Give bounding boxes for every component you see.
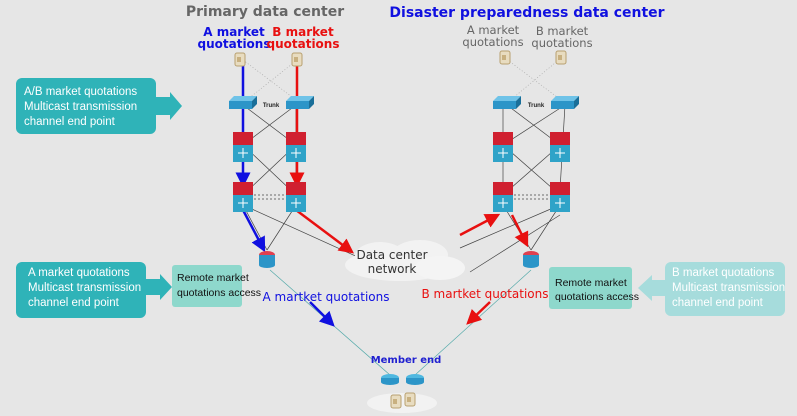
router-icon	[523, 251, 539, 268]
flow-b-label: B martket quotations	[421, 287, 548, 301]
primary-b-label-2: quotations	[267, 37, 340, 51]
core-switch-icon	[492, 131, 514, 163]
server-icon	[234, 52, 246, 67]
svg-text:Multicast transmission: Multicast transmission	[672, 282, 785, 294]
cloud-label-2: network	[368, 262, 417, 276]
trunk-label: Trunk	[528, 103, 545, 109]
primary-a-label-2: quotations	[198, 37, 271, 51]
svg-text:Multicast transmission: Multicast transmission	[28, 282, 141, 294]
dr-title: Disaster preparedness data center	[389, 5, 664, 21]
switch-icon	[286, 96, 314, 109]
svg-text:Remote market: Remote market	[555, 277, 627, 289]
callout-ab-endpoint: A/B market quotations Multicast transmis…	[16, 78, 182, 134]
switch-icon	[493, 96, 521, 109]
router-icon	[259, 251, 275, 268]
cloud-icon	[345, 240, 465, 281]
remote-access-right: Remote market quotations access	[549, 267, 639, 309]
aggregation-switch-icon	[549, 181, 571, 213]
member-router-icon	[406, 374, 424, 385]
dr-b-label: B market	[536, 24, 589, 38]
trunk-label: Trunk	[263, 103, 280, 109]
dr-a-label: A market	[467, 23, 520, 37]
core-switch-icon	[285, 131, 307, 163]
svg-text:quotations access: quotations access	[555, 291, 639, 303]
flow-a-label: A martket quotations	[263, 290, 390, 304]
aggregation-switch-icon	[492, 181, 514, 213]
svg-text:channel end point: channel end point	[672, 297, 764, 309]
core-switch-icon	[549, 131, 571, 163]
switch-icon	[551, 96, 579, 109]
member-router-icon	[381, 374, 399, 385]
primary-title: Primary data center	[186, 4, 344, 20]
member-end-label: Member end	[371, 355, 442, 366]
primary-a-label: A market	[203, 25, 265, 39]
dr-a-label-2: quotations	[462, 35, 523, 49]
server-icon	[499, 50, 511, 65]
remote-access-left: Remote market quotations access	[172, 265, 261, 307]
callout-b-endpoint: B market quotations Multicast transmissi…	[638, 262, 785, 316]
member-cloud-icon	[367, 392, 437, 413]
dr-b-label-2: quotations	[531, 36, 592, 50]
server-icon	[291, 52, 303, 67]
links	[242, 57, 566, 273]
core-switch-icon	[232, 131, 254, 163]
svg-text:B market quotations: B market quotations	[672, 267, 775, 279]
switch-icon	[229, 96, 257, 109]
aggregation-switch-icon	[232, 181, 254, 213]
svg-text:channel end point: channel end point	[24, 116, 116, 128]
cloud-label: Data center	[356, 248, 427, 262]
server-icon	[555, 50, 567, 65]
svg-text:A/B market quotations: A/B market quotations	[24, 86, 137, 98]
primary-b-label: B market	[272, 25, 334, 39]
svg-text:Remote market: Remote market	[177, 272, 249, 284]
callout-a-endpoint: A market quotations Multicast transmissi…	[16, 262, 172, 318]
svg-text:Multicast transmission: Multicast transmission	[24, 101, 137, 113]
svg-text:A market quotations: A market quotations	[28, 267, 130, 279]
svg-text:quotations access: quotations access	[177, 287, 261, 299]
flow-arrows	[235, 65, 529, 327]
svg-text:channel end point: channel end point	[28, 297, 120, 309]
aggregation-switch-icon	[285, 181, 307, 213]
